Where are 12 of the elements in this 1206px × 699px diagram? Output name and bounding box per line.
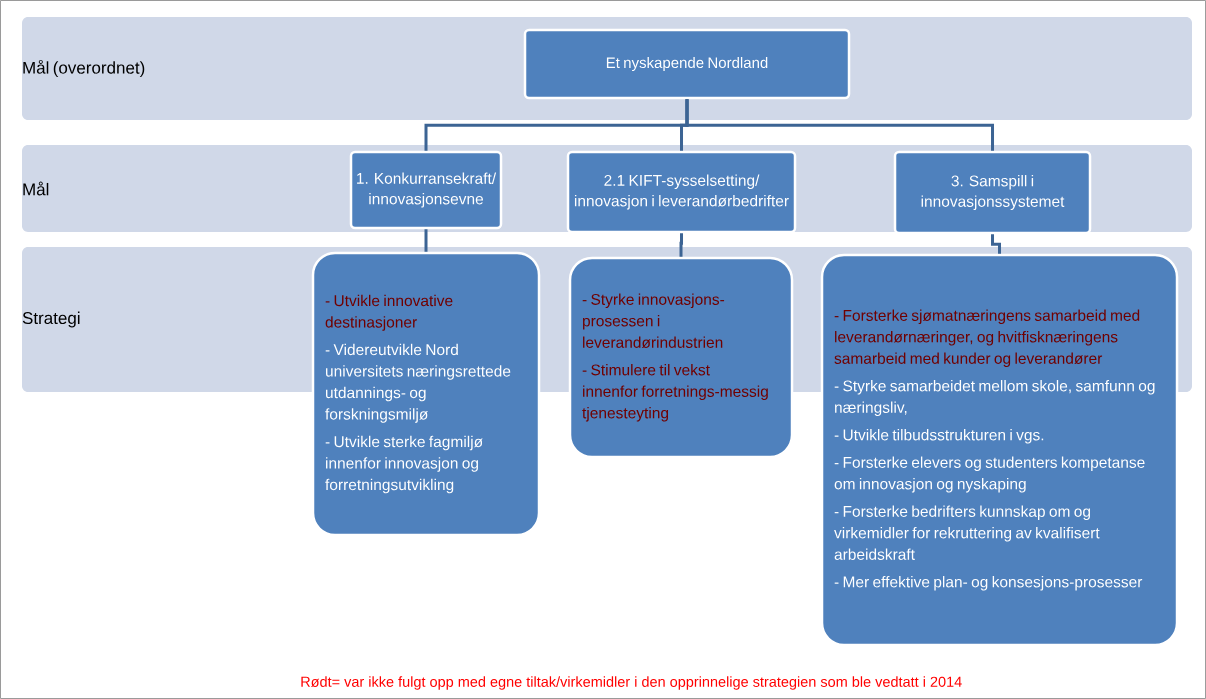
strategy-box: - Styrke innovasjons-prosessen i leverandørindustrien - Stimulere til vekst innenfor forretnings-messig tjenesteyting: [568, 256, 794, 459]
footnote: Rødt= var ikke fulgt opp med egne tiltak/virkemidler i den opprinnelige strategien som ble vedtatt i 2014: [301, 676, 962, 690]
strategy-box: - Forsterke sjømatnæringens samarbeid med leverandørnæringer, og hvitfisknæringens samarbeid med kunder og leverandører - Styrke samarbeidet mellom skole, samfunn og næringsliv, - Utvikle tilbudsstrukturen i vgs. - Forsterke elevers og studenters kompetanse om innovasjon og nyskaping - Forsterke bedrifters kunnskap om og virkemidler for rekruttering av kvalifisert arbeidskraft - Mer effektive plan- og konsesjons-prosesser: [820, 253, 1179, 647]
connector-line: [424, 229, 428, 252]
connector-line: [991, 234, 1001, 254]
strategy-box: - Utvikle innovative destinasjoner - Videreutvikle Nord universitets næringsrettede utdannings- og forskningsmiljø - Utvikle sterke fagmiljø innenfor innovasjon og forretningsutvikling: [311, 251, 541, 537]
goal-box: 2.1 KIFT-sysselsetting/ innovasjon i leverandørbedrifter: [566, 150, 797, 234]
connector-line: [685, 99, 994, 151]
goal-box: 1. Konkurransekraft/ innovasjonsevne: [349, 150, 503, 230]
connector-line: [679, 233, 683, 257]
goal-box: 3. Samspill i innovasjonssystemet: [893, 150, 1092, 235]
goal-box: Et nyskapende Nordland: [523, 28, 851, 100]
